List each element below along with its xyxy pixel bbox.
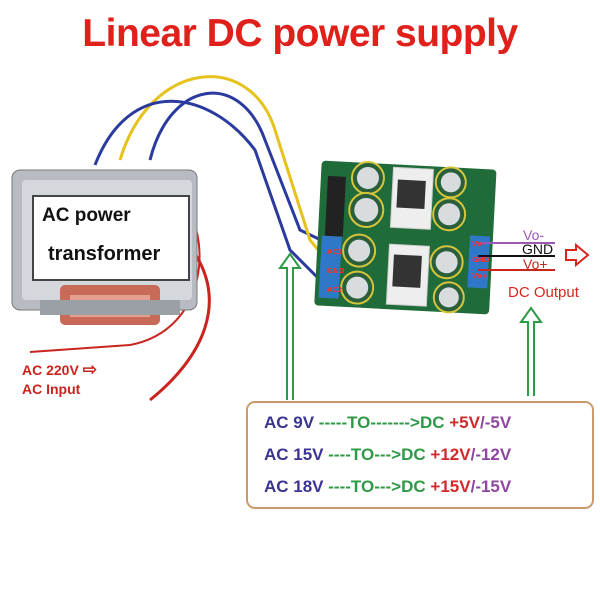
board-terminal-gnd-out: GND bbox=[472, 256, 490, 264]
slash: / bbox=[470, 445, 476, 464]
to-text: ----TO--->DC bbox=[323, 477, 431, 496]
output-label-vo-minus: Vo- bbox=[523, 227, 545, 243]
input-up-arrow-icon bbox=[278, 252, 302, 400]
ac-value: AC 18V bbox=[264, 477, 324, 496]
dc-negative: -12V bbox=[475, 445, 512, 464]
slash: / bbox=[479, 413, 485, 432]
output-label-vo-plus: Vo+ bbox=[523, 256, 548, 272]
to-text: ----TO--->DC bbox=[323, 445, 431, 464]
output-up-arrow-icon bbox=[519, 306, 543, 396]
transformer-label-line2: transformer bbox=[48, 243, 161, 265]
dc-negative: -15V bbox=[475, 477, 512, 496]
board-input-labels: AC1 GND AC2 bbox=[327, 243, 344, 300]
ac-input-voltage: AC 220V ⇨ bbox=[22, 360, 97, 380]
output-lines bbox=[478, 242, 555, 271]
ac-input-label: AC Input bbox=[22, 381, 81, 397]
conversion-table: AC 9V -----TO------->DC +5V/-5V AC 15V -… bbox=[246, 401, 594, 509]
board-output-labels: Vo- GND Vo+ bbox=[472, 236, 489, 284]
transformer-label: AC power transformer bbox=[32, 195, 190, 281]
dc-negative: -5V bbox=[484, 413, 512, 432]
page-title: Linear DC power supply bbox=[82, 12, 518, 55]
output-arrow-icon bbox=[565, 242, 590, 268]
ac-voltage-text: AC 220V bbox=[22, 362, 79, 378]
dc-positive: +5V bbox=[449, 413, 480, 432]
slash: / bbox=[470, 477, 476, 496]
board-terminal-vo-plus: Vo+ bbox=[472, 272, 488, 280]
pcb-board bbox=[314, 160, 497, 315]
board-terminal-ac2: AC2 bbox=[327, 286, 343, 294]
dc-positive: +15V bbox=[430, 477, 471, 496]
ac-input-arrow-icon: ⇨ bbox=[82, 360, 97, 379]
transformer-label-line1: AC power bbox=[42, 205, 131, 226]
conversion-row: AC 9V -----TO------->DC +5V/-5V bbox=[264, 413, 511, 433]
ac-value: AC 15V bbox=[264, 445, 324, 464]
ac-value: AC 9V bbox=[264, 413, 315, 432]
conversion-row: AC 15V ----TO--->DC +12V/-12V bbox=[264, 445, 511, 465]
conversion-row: AC 18V ----TO--->DC +15V/-15V bbox=[264, 477, 511, 497]
board-terminal-vo-minus: Vo- bbox=[472, 240, 485, 248]
output-label-gnd: GND bbox=[522, 241, 554, 257]
dc-output-caption: DC Output bbox=[508, 284, 579, 301]
board-terminal-gnd: GND bbox=[327, 267, 345, 275]
dc-positive: +12V bbox=[430, 445, 471, 464]
to-text: -----TO------->DC bbox=[314, 413, 450, 432]
board-terminal-ac1: AC1 bbox=[327, 248, 343, 256]
